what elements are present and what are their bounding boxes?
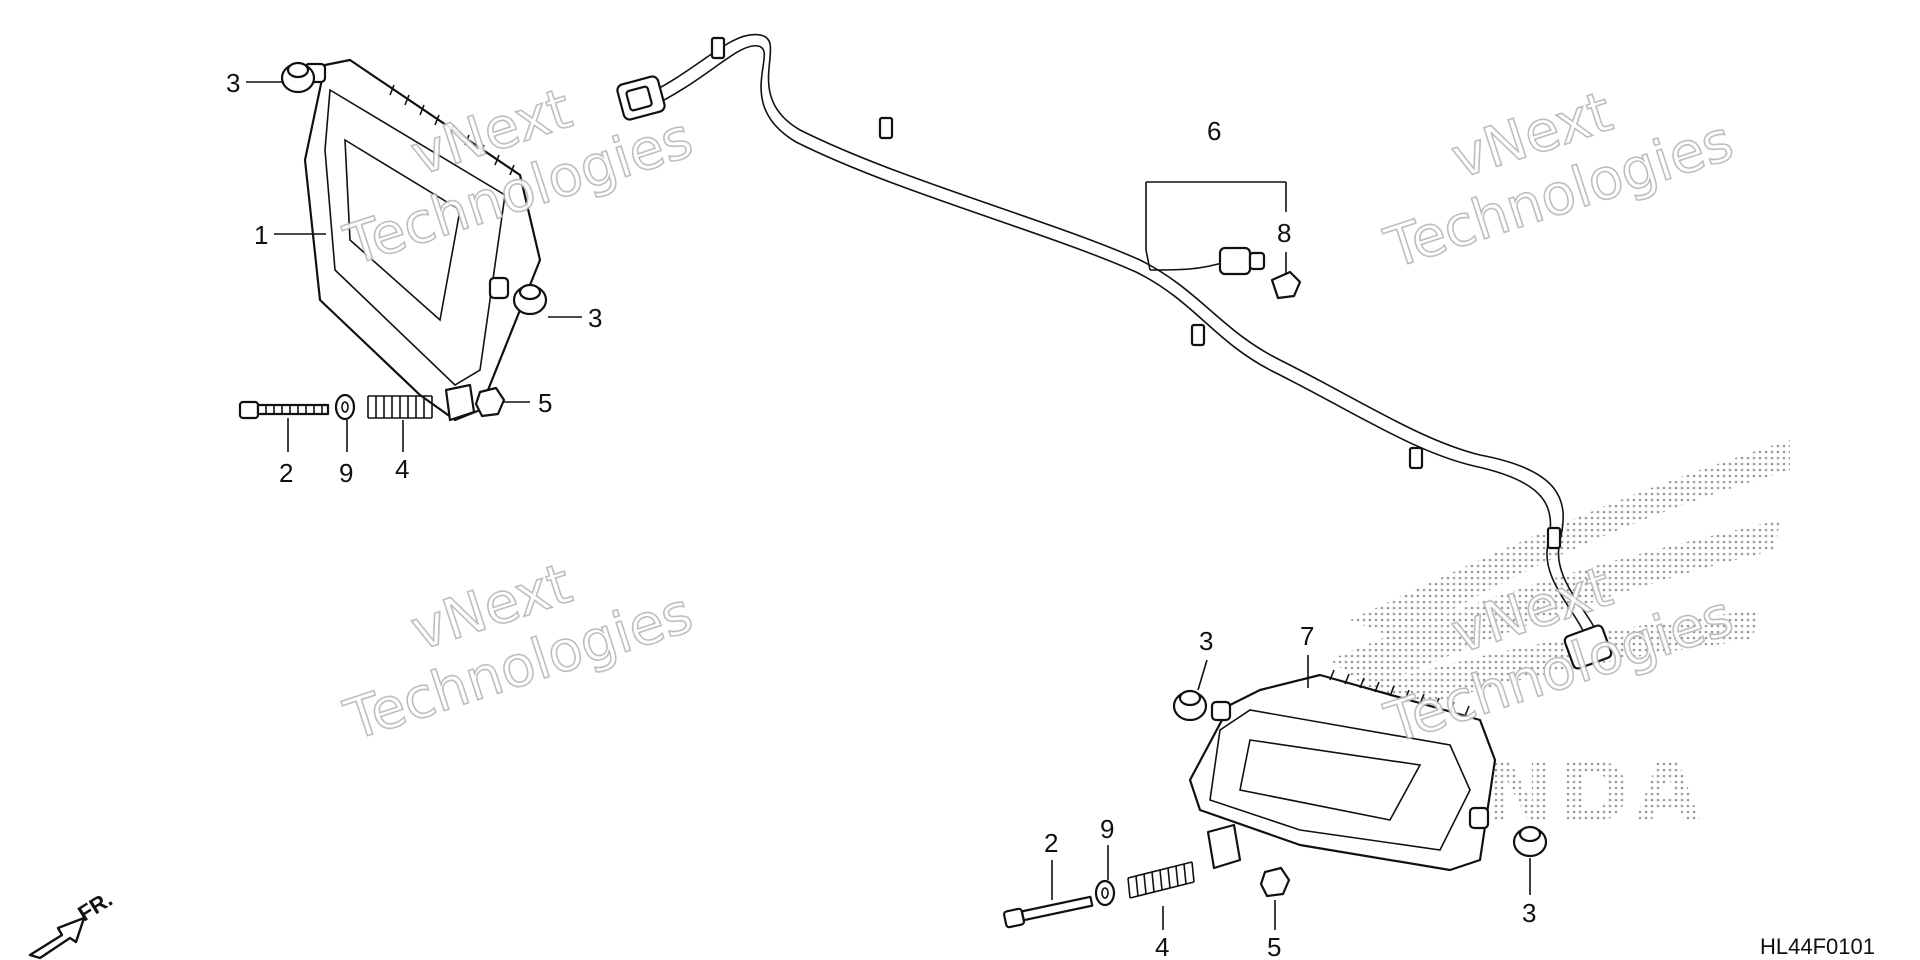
harness-connector-lower	[1563, 624, 1613, 670]
label-upper-headlight: 1	[254, 220, 268, 250]
front-arrow-icon	[28, 916, 86, 960]
label-upper-washer: 9	[339, 458, 353, 488]
watermark-bottom-left: vNext Technologies	[336, 551, 701, 755]
lower-mount-post-left	[1210, 700, 1232, 722]
harness-clip-part8	[1270, 270, 1302, 300]
upper-washer	[334, 393, 356, 421]
harness-band-3	[1190, 323, 1206, 347]
upper-bolt	[238, 400, 330, 420]
upper-headlight-lens	[324, 88, 506, 387]
label-lower-bolt: 2	[1044, 828, 1058, 858]
lower-mount-post-right	[1468, 806, 1490, 830]
upper-mount-post-right	[488, 276, 510, 300]
lower-lens-reflector	[1239, 739, 1422, 821]
harness-band-4	[1408, 446, 1424, 470]
label-harness: 6	[1207, 116, 1221, 146]
harness-connector-left	[616, 75, 666, 121]
label-lower-grommet-right: 3	[1522, 898, 1536, 928]
harness-band-1	[710, 36, 726, 60]
upper-nut	[474, 386, 506, 418]
label-lower-nut: 5	[1267, 932, 1281, 960]
label-harness-clip: 8	[1277, 218, 1291, 248]
harness-cable-inner	[647, 45, 1589, 643]
lower-mount-bracket	[1206, 823, 1242, 870]
leader-lines	[246, 81, 1531, 930]
part-labels: 3 1 3 5 2 9 4 6 8 3 7 2 9 4 5 3	[226, 68, 1536, 960]
lower-headlight-housing	[1188, 673, 1497, 872]
label-lower-washer: 9	[1100, 814, 1114, 844]
harness-band-2	[878, 116, 894, 140]
label-lower-headlight: 7	[1300, 621, 1314, 651]
lower-headlight-lens	[1209, 709, 1471, 851]
wire-harness	[616, 33, 1613, 670]
upper-heatsink-fins	[389, 84, 515, 176]
label-upper-bolt: 2	[279, 458, 293, 488]
label-lower-spring: 4	[1155, 932, 1169, 960]
watermark-top-right: vNext Technologies	[1377, 79, 1742, 283]
harness-branch	[1149, 246, 1266, 276]
label-upper-nut: 5	[538, 388, 552, 418]
front-direction-indicator: FR.	[28, 886, 117, 960]
upper-spring	[367, 395, 433, 419]
label-upper-grommet-top: 3	[226, 68, 240, 98]
lower-nut	[1259, 866, 1291, 898]
upper-mount-bracket	[444, 383, 476, 422]
lower-grommet-right	[1512, 825, 1548, 858]
upper-grommet-top	[280, 61, 316, 94]
label-upper-grommet-right: 3	[588, 303, 602, 333]
upper-grommet-right	[512, 283, 548, 316]
label-lower-grommet-top: 3	[1199, 626, 1213, 656]
watermarks: vNext Technologies vNext Technologies vN…	[336, 76, 1742, 758]
lower-washer	[1094, 879, 1116, 907]
lower-grommet-top	[1172, 689, 1208, 722]
lower-heatsink-fins	[1329, 669, 1470, 717]
diagram-code: HL44F0101	[1760, 934, 1875, 959]
lower-headlight-assembly	[1188, 669, 1497, 872]
harness-band-5	[1546, 526, 1562, 550]
label-upper-spring: 4	[395, 454, 409, 484]
lower-bolt	[1002, 895, 1094, 929]
lower-spring	[1127, 861, 1195, 899]
upper-lens-reflector	[344, 138, 461, 322]
harness-cable	[639, 33, 1601, 641]
